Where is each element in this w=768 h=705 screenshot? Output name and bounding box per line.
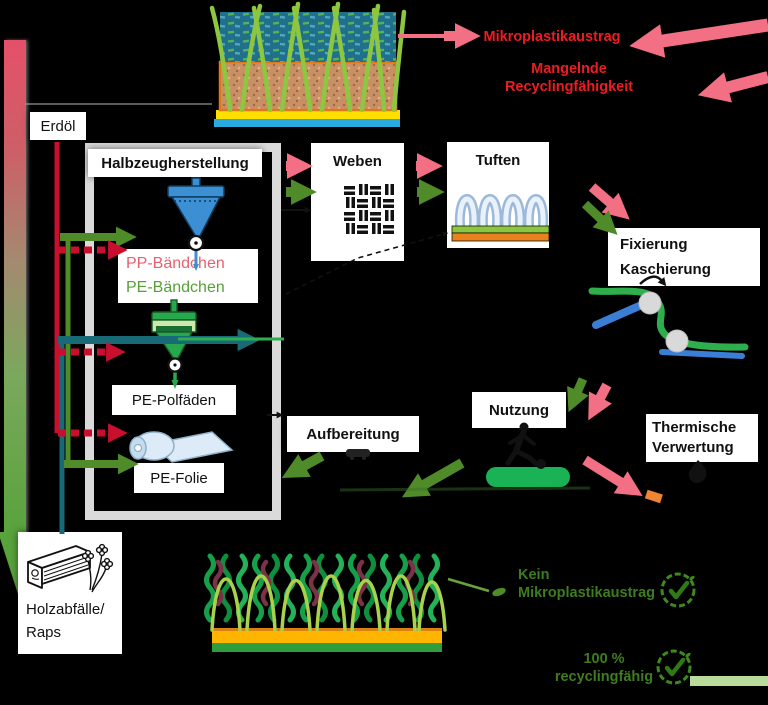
mikroplastik-text: Mikroplastikaustrag xyxy=(483,29,621,45)
check-circle-icon xyxy=(656,649,692,685)
holzabfaelle-text: Holzabfälle/ xyxy=(26,601,105,618)
extruder-blue-icon xyxy=(167,177,225,271)
annotation-mangelnde-recycling: Mangelnde Recyclingfähigkeit xyxy=(498,60,640,96)
label-pe-polfaeden: PE-Polfäden xyxy=(112,385,236,415)
pe-folie-text: PE-Folie xyxy=(150,469,208,487)
green-strip xyxy=(690,676,768,686)
annotation-100-recyclingfaehig: 100 % recyclingfähig xyxy=(546,650,662,686)
label-fixierung-kaschierung: Fixierung Kaschierung xyxy=(608,228,760,286)
weben-text: Weben xyxy=(333,153,382,170)
verwertung-text: Verwertung xyxy=(652,439,734,456)
label-halbzeugherstellung: Halbzeugherstellung xyxy=(88,149,262,177)
laminator-rollers-icon xyxy=(588,275,749,359)
flow-arrows xyxy=(25,18,768,534)
turf-cross-section-icon xyxy=(209,1,407,127)
label-nutzung: Nutzung xyxy=(472,392,566,428)
tuft-loops-icon xyxy=(451,194,550,242)
weave-icon xyxy=(344,184,394,234)
tuften-text: Tuften xyxy=(475,152,521,169)
label-thermische-verwertung: Thermische Verwertung xyxy=(646,414,758,462)
annotation-kein-mikroplastik: Kein Mikroplastikaustrag xyxy=(518,566,655,602)
mangelnde-text: Mangelnde xyxy=(531,61,607,77)
shredder-icon xyxy=(346,449,370,460)
fixierung-text: Fixierung xyxy=(620,236,688,253)
soccer-player-icon xyxy=(486,422,570,487)
recyclingfaehigkeit-text: Recyclingfähigkeit xyxy=(504,79,634,95)
pp-baendchen-text: PP-Bändchen xyxy=(126,255,225,272)
pe-polfaeden-text: PE-Polfäden xyxy=(131,391,217,409)
annotation-mikroplastik: Mikroplastikaustrag xyxy=(482,28,622,46)
erdoel-text: Erdöl xyxy=(40,117,76,135)
label-baendchen: PP-Bändchen PE-Bändchen xyxy=(118,249,258,303)
nutzung-text: Nutzung xyxy=(489,401,549,419)
thermische-text: Thermische xyxy=(652,419,737,436)
bio-turf-icon xyxy=(204,553,447,652)
recyclingfaehig-text: recyclingfähig xyxy=(554,669,654,685)
flame-icon xyxy=(688,460,707,483)
kein-mikroplastik-text: Mikroplastikaustrag xyxy=(518,585,655,601)
aufbereitung-text: Aufbereitung xyxy=(306,425,400,443)
extruder-green-icon xyxy=(151,299,197,389)
pe-baendchen-text: PE-Bändchen xyxy=(126,279,225,296)
kaschierung-text: Kaschierung xyxy=(620,261,711,278)
halbzeug-frame xyxy=(85,143,281,520)
label-erdoel: Erdöl xyxy=(30,112,86,140)
kein-text: Kein xyxy=(518,567,550,583)
wood-plank-icon xyxy=(27,545,91,589)
leaf-icon xyxy=(447,577,506,597)
rapeseed-icon xyxy=(81,543,114,593)
label-pe-folie: PE-Folie xyxy=(134,463,224,493)
timeline-gradient-bar xyxy=(4,40,26,534)
raps-text: Raps xyxy=(26,624,62,641)
check-circle-icon xyxy=(660,572,696,608)
halbzeug-title-text: Halbzeugherstellung xyxy=(101,154,249,172)
hundert-prozent-text: 100 % xyxy=(583,651,625,667)
film-roll-icon xyxy=(129,431,234,463)
label-aufbereitung: Aufbereitung xyxy=(287,416,419,452)
